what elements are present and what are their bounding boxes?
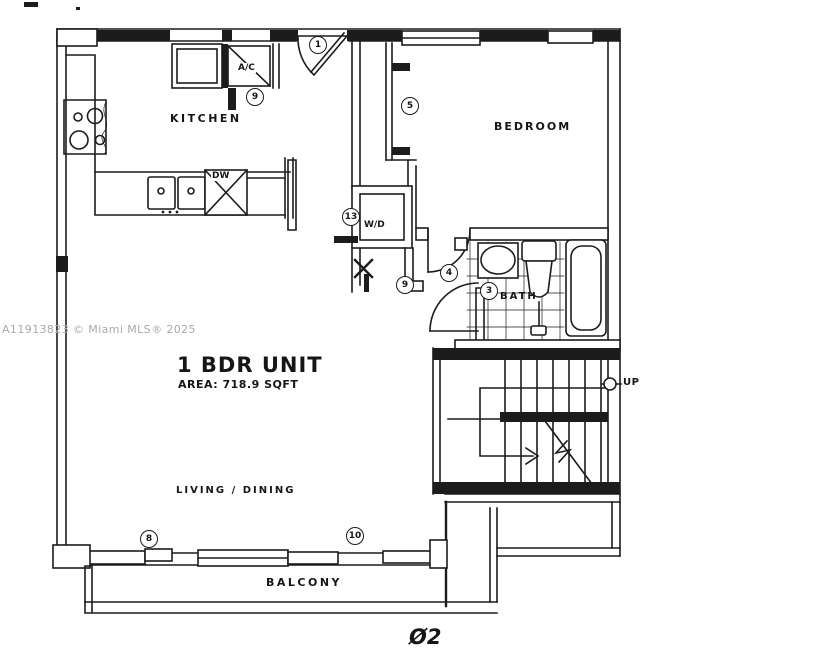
- balcony-rail: [84, 565, 498, 614]
- keynote-hall-door: 4: [440, 264, 458, 282]
- mls-watermark: A11913823 © Miami MLS® 2025: [2, 323, 196, 336]
- bath-door-swing: [429, 282, 479, 332]
- keynote-living-left: 8: [140, 530, 158, 548]
- keynote-bedroom-closet: 5: [401, 97, 419, 115]
- window-wall-living: [52, 539, 448, 569]
- wall-fill-segments: [56, 30, 620, 272]
- keynote-bath-door: 3: [480, 282, 498, 300]
- room-label-kitchen: KITCHEN: [170, 112, 242, 125]
- unit-area: AREA: 718.9 SQFT: [178, 378, 299, 391]
- hall-walls: [287, 40, 361, 231]
- stairs-up-label: UP: [623, 377, 640, 388]
- room-label-bath: BATH: [500, 291, 538, 302]
- ac-label: A/C: [237, 63, 256, 73]
- keynote-living-right: 10: [346, 527, 364, 545]
- washer-dryer-label: W/D: [364, 220, 385, 230]
- page-number: Ø2: [409, 625, 442, 649]
- dishwasher-label: DW: [211, 171, 231, 181]
- staircase: [432, 347, 622, 495]
- bath-vanity-sink-fixture: [477, 242, 519, 279]
- stair-handrail: [500, 412, 608, 422]
- room-label-bedroom: BEDROOM: [494, 120, 572, 133]
- keynote-entry: 1: [309, 36, 327, 54]
- unit-title: 1 BDR UNIT: [177, 353, 323, 377]
- up-marker-circle: [603, 377, 617, 391]
- keynote-hall: 9: [396, 276, 414, 294]
- landing-walls: [444, 493, 621, 608]
- bedroom-closet: [385, 42, 417, 229]
- toilet-fixture: [521, 240, 557, 336]
- top-wall-windows: [56, 28, 594, 47]
- fridge-cabinet: [171, 43, 223, 89]
- ac-closet: [222, 43, 280, 110]
- bath-walls: [454, 227, 621, 351]
- keynote-washer-dryer: 13: [342, 208, 360, 226]
- bathtub-fixture: [565, 239, 607, 337]
- kitchen-counters: [65, 54, 294, 219]
- entry-door-swing: [297, 31, 349, 77]
- keynote-ac: 9: [246, 88, 264, 106]
- scan-artifacts: [24, 2, 80, 10]
- sink-fixture: [147, 176, 206, 214]
- room-label-living-dining: LIVING / DINING: [176, 485, 296, 496]
- stair-direction-arrow: [524, 446, 540, 466]
- wd-closet: [351, 185, 413, 249]
- room-label-balcony: BALCONY: [266, 576, 343, 589]
- outer-walls: [56, 28, 621, 557]
- range-stove-fixture: [63, 99, 108, 155]
